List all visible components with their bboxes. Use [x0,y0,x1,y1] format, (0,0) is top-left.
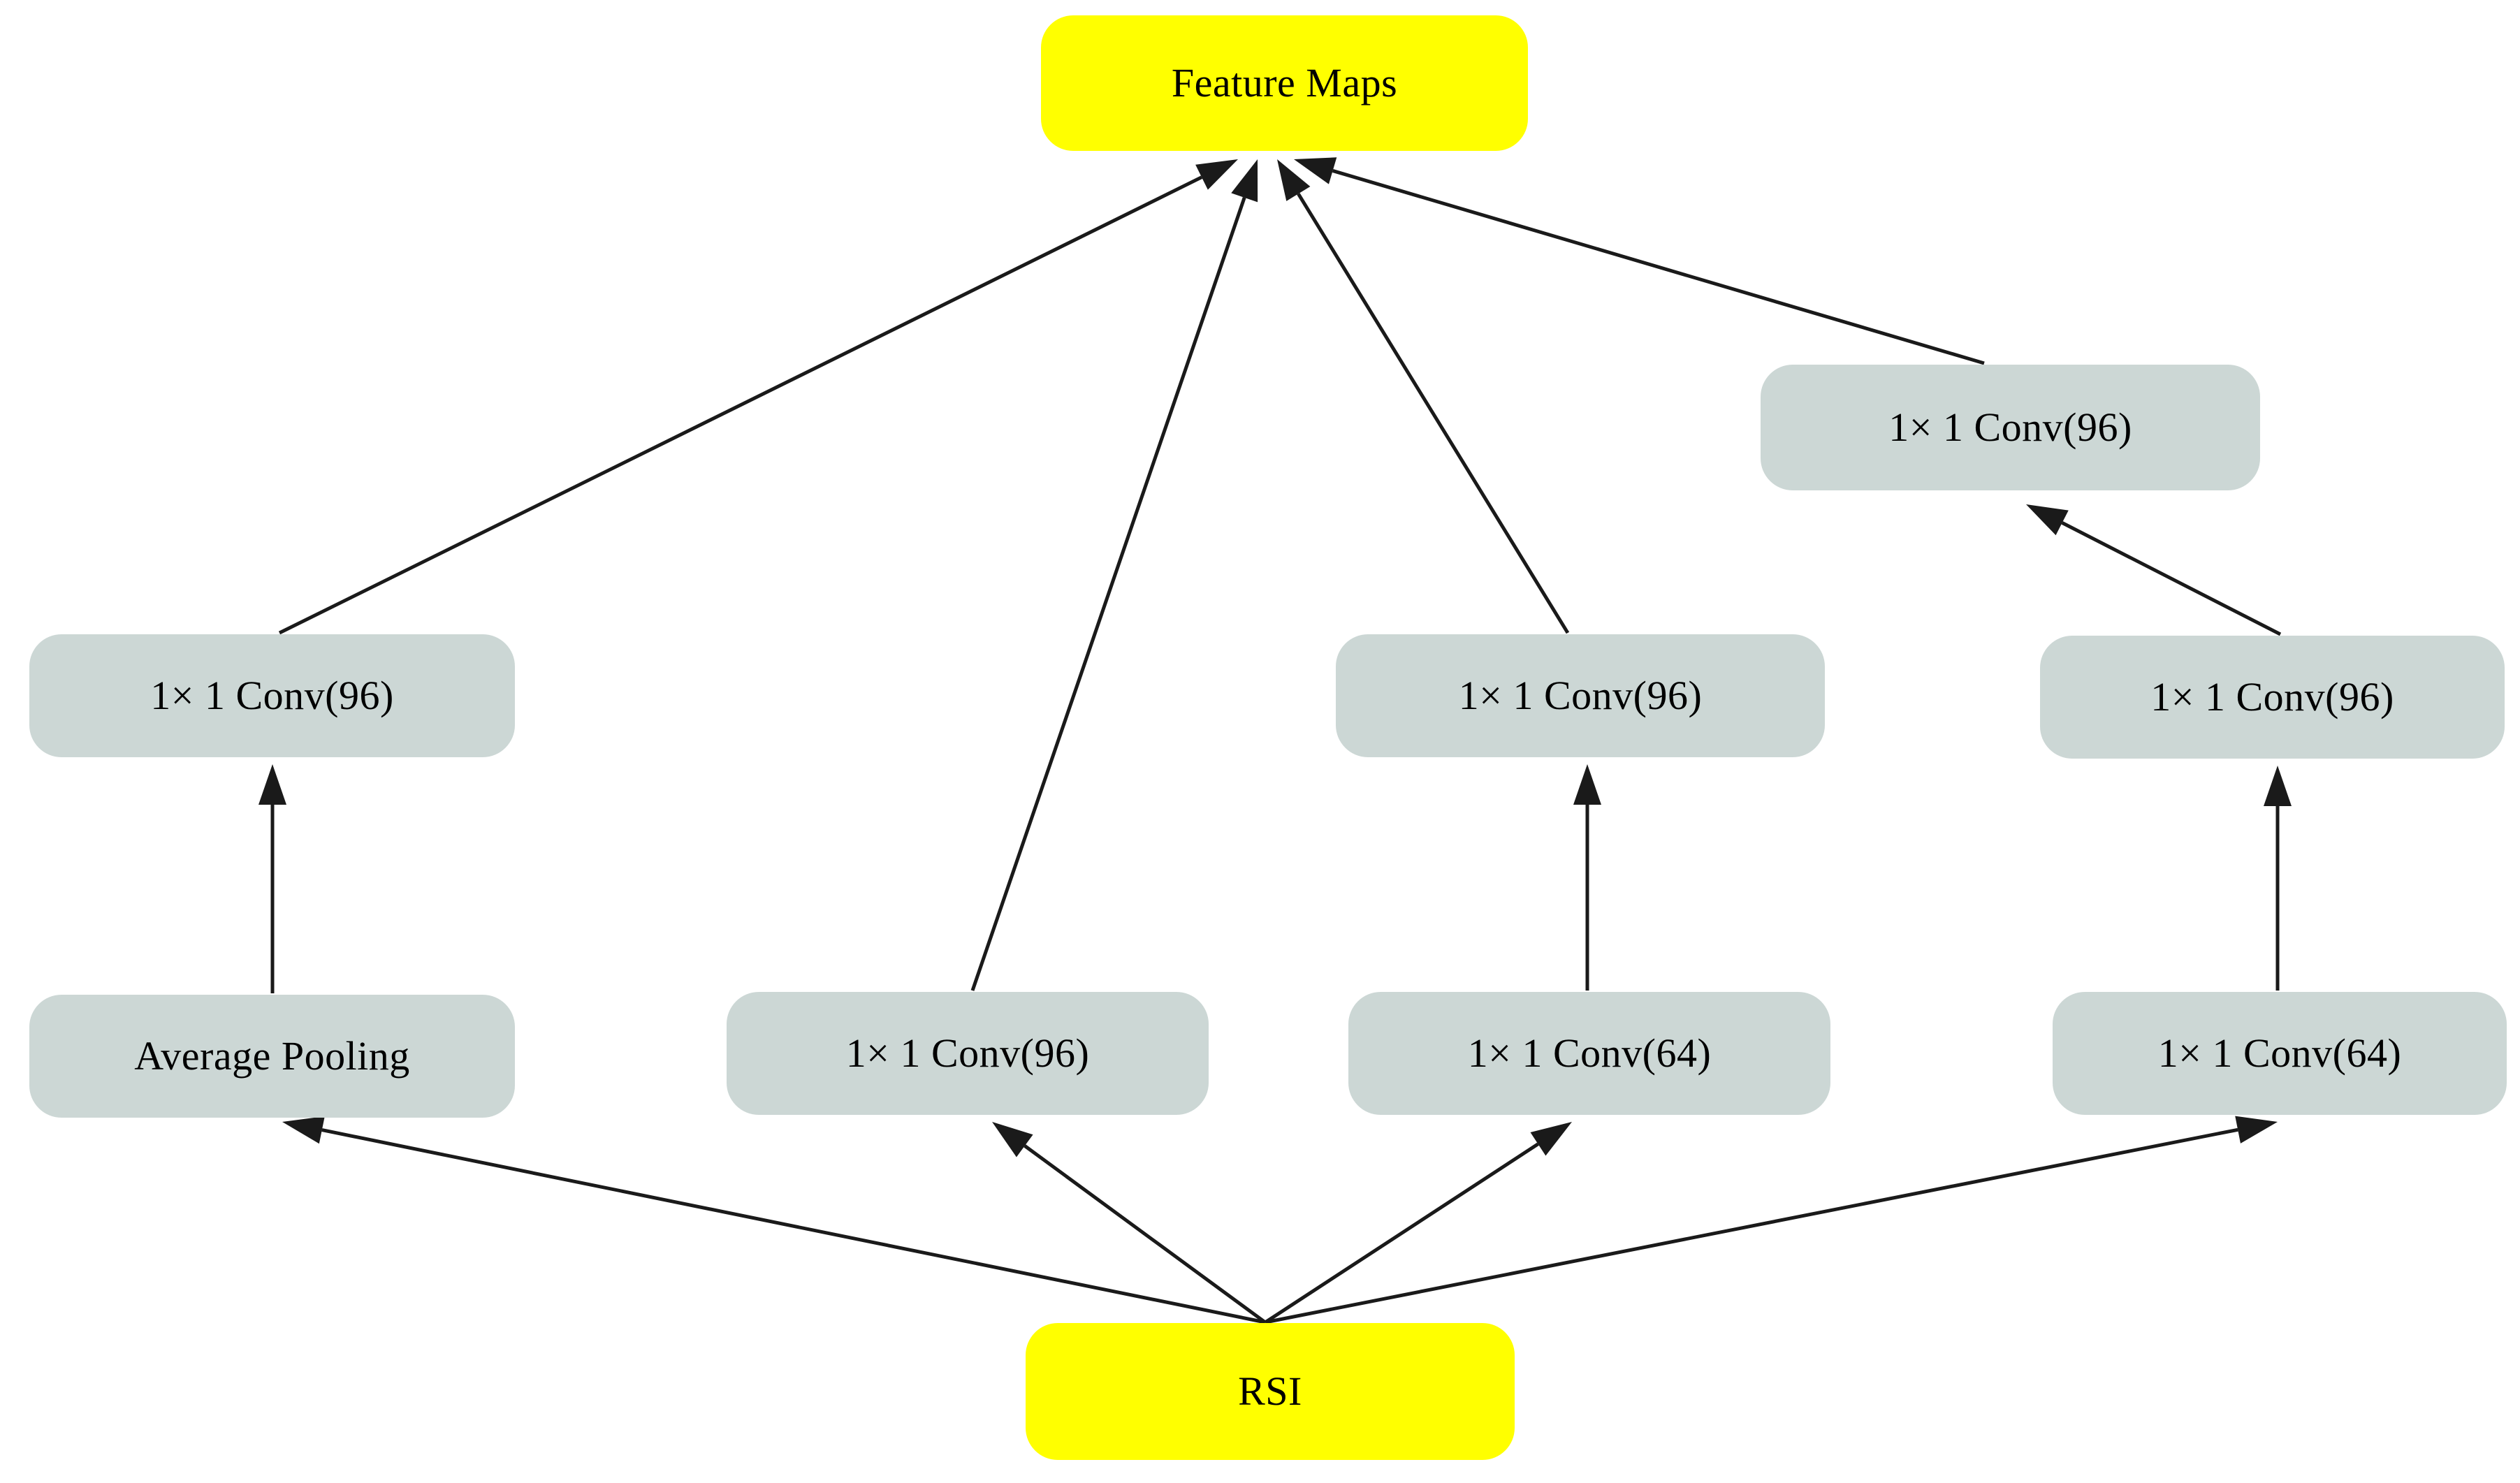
node-feature-maps[interactable]: Feature Maps [1041,15,1528,151]
node-conv96-branch1-mid[interactable]: 1× 1 Conv(96) [29,634,515,757]
node-average-pooling[interactable]: Average Pooling [29,995,515,1118]
node-label: Average Pooling [134,1033,410,1079]
edge-line [278,175,1203,635]
edge-line [2061,521,2282,636]
node-label: 1× 1 Conv(96) [150,673,394,719]
edge-arrowhead [1277,159,1311,201]
node-label: 1× 1 Conv(96) [845,1030,1090,1076]
edge-line [970,197,1246,991]
edge-conv96-branch3-to-feature-maps [1277,159,1570,634]
edge-conv96-branch2-to-feature-maps [970,159,1258,991]
edge-conv64-branch4-to-conv96-branch4 [2264,766,2292,991]
node-label: 1× 1 Conv(96) [1458,673,1703,719]
node-conv64-branch3-bottom[interactable]: 1× 1 Conv(64) [1348,992,1830,1115]
edge-rsi-to-average-pooling [282,1116,1266,1324]
edge-line [1297,193,1570,634]
node-conv64-branch4-bottom[interactable]: 1× 1 Conv(64) [2053,992,2507,1115]
edge-line [1332,169,1985,365]
node-rsi[interactable]: RSI [1026,1323,1515,1460]
node-label: 1× 1 Conv(64) [2157,1030,2402,1076]
edge-line [1264,1142,1539,1324]
edge-arrowhead [258,764,286,805]
edge-conv96-branch1-to-feature-maps [278,159,1238,635]
node-conv96-branch4-mid[interactable]: 1× 1 Conv(96) [2040,636,2505,759]
edge-arrowhead [1573,764,1601,805]
node-label: 1× 1 Conv(64) [1467,1030,1712,1076]
node-conv96-branch3-mid[interactable]: 1× 1 Conv(96) [1336,634,1825,757]
edge-rsi-to-conv64-branch3 [1264,1122,1572,1324]
node-label: Feature Maps [1171,60,1398,106]
node-label: 1× 1 Conv(96) [1888,404,2132,451]
node-conv96-branch2-bottom[interactable]: 1× 1 Conv(96) [727,992,1209,1115]
edge-average-pooling-to-conv96-branch1 [258,764,286,993]
edge-rsi-to-conv64-branch4 [1265,1116,2278,1324]
edge-arrowhead [1530,1122,1572,1156]
edge-arrowhead [1195,159,1238,190]
edge-line [321,1128,1266,1324]
edge-arrowhead [2264,766,2292,806]
node-label: RSI [1238,1368,1302,1415]
node-conv96-branch4-top[interactable]: 1× 1 Conv(96) [1761,365,2260,490]
edge-line [1265,1127,2238,1324]
edge-conv96-branch4-to-feature-maps [1294,157,1985,365]
edge-arrowhead [1294,157,1337,184]
edge-arrowhead [2235,1116,2278,1144]
edge-rsi-to-conv96-branch2 [992,1122,1267,1324]
edge-arrowhead [282,1116,325,1144]
edge-arrowhead [992,1122,1033,1157]
edge-conv96-branch4-mid-to-top [2026,504,2282,636]
edge-conv64-branch3-to-conv96-branch3 [1573,764,1601,991]
edge-arrowhead [2026,504,2069,536]
edge-line [1024,1144,1267,1324]
edge-arrowhead [1231,159,1258,203]
node-label: 1× 1 Conv(96) [2150,674,2394,720]
